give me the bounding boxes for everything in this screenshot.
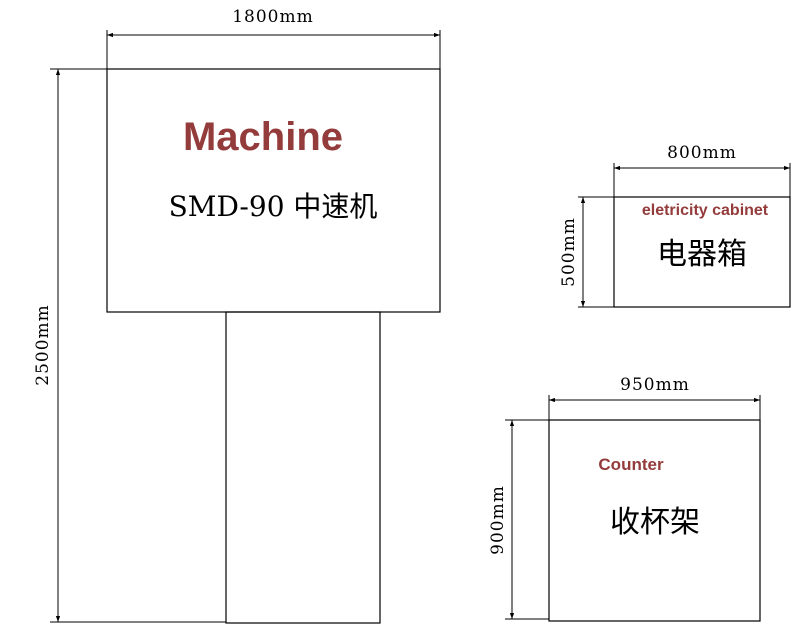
counter-label-en: Counter: [598, 455, 664, 474]
cabinet-group: 800mm 500mm eletricity cabinet 电器箱: [559, 143, 791, 308]
machine-height-label: 2500mm: [33, 304, 53, 386]
machine-label-en: Machine: [183, 115, 343, 159]
machine-group: 1800mm 2500mm Machine SMD-90 中速机: [33, 7, 441, 624]
cabinet-box: [613, 196, 791, 308]
cabinet-label-en: eletricity cabinet: [642, 202, 769, 219]
cabinet-width-label: 800mm: [667, 143, 737, 163]
machine-stand: [225, 311, 381, 624]
cabinet-height-label: 500mm: [559, 217, 579, 287]
counter-height-label: 900mm: [488, 485, 508, 555]
counter-group: 950mm 900mm Counter 收杯架: [488, 375, 761, 622]
counter-width-label: 950mm: [620, 375, 690, 395]
machine-width-label: 1800mm: [232, 7, 314, 27]
counter-box: [548, 419, 761, 622]
counter-label-cn: 收杯架: [610, 505, 700, 540]
machine-label-cn: SMD-90 中速机: [169, 190, 378, 223]
cabinet-label-cn: 电器箱: [657, 237, 747, 272]
